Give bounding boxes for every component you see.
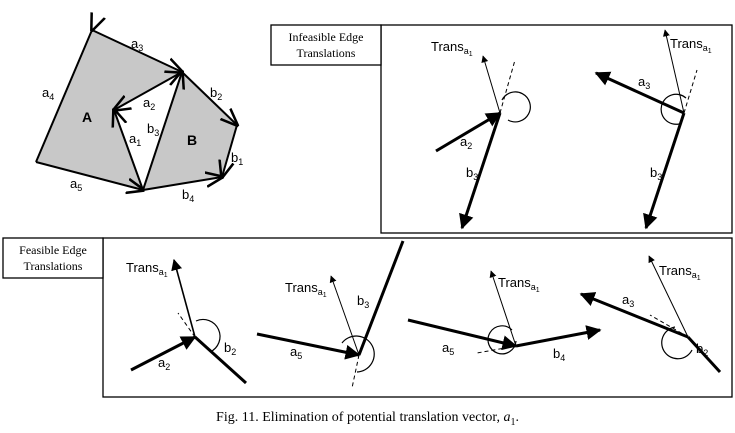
dashed-extension (683, 69, 698, 114)
label-b4: b4 (553, 346, 565, 363)
label-polygon-a: A (82, 109, 92, 125)
polygon-a-shape (36, 30, 182, 190)
trans-vector (481, 55, 501, 114)
angle-arc (661, 326, 693, 360)
label-a2: a2 (460, 134, 472, 151)
feasible-case-3: Transa1 a5 b4 (407, 270, 602, 363)
trans-vector (171, 258, 196, 338)
trans-label: Transa1 (126, 260, 168, 279)
edge-b2-vector (193, 335, 248, 385)
infeasible-case-1: Transa1 a2 b3 (431, 39, 531, 230)
infeasible-title-line1: Infeasible Edge (289, 30, 364, 44)
feasible-title-line1: Feasible Edge (19, 243, 87, 257)
trans-vector (662, 29, 685, 114)
dashed-extension (499, 59, 516, 114)
edge-a5-vector (256, 332, 361, 360)
edge-a3-vector (579, 292, 689, 339)
label-a5: a5 (70, 176, 82, 193)
caption-variable-subscript: 1 (510, 416, 516, 428)
label-b2: b2 (224, 340, 236, 357)
polygon-b-shape (143, 72, 237, 190)
edge-b4 (142, 177, 222, 191)
label-a3: a3 (638, 74, 650, 91)
label-b3: b3 (357, 293, 369, 310)
edge-b3 (142, 72, 182, 191)
edge-a5-vector (407, 318, 518, 351)
angle-arc (660, 93, 687, 125)
caption-variable: a (503, 410, 511, 425)
edge-b2 (181, 71, 237, 125)
edge-a2-vector (130, 335, 197, 372)
feasible-case-4: Transa1 a3 b2 (579, 255, 722, 374)
feasible-title-box (2, 237, 104, 279)
caption-suffix: . (515, 410, 519, 425)
label-a5: a5 (290, 344, 302, 361)
label-b2: b2 (696, 341, 708, 358)
edge-b3-vector (459, 112, 502, 230)
feasible-case-2: Transa1 a5 b3 (256, 240, 405, 389)
figure-caption: Fig. 11. Elimination of potential transl… (0, 410, 735, 428)
infeasible-panel: Infeasible Edge Translations Transa1 a2 … (270, 24, 733, 234)
polygon-diagram: A B a3 a4 a2 a1 b3 b2 b1 a5 b4 (35, 29, 243, 204)
trans-vector (329, 275, 360, 356)
label-a2: a2 (158, 355, 170, 372)
edge-a3 (91, 29, 182, 72)
edge-b4-vector (515, 325, 602, 348)
feasible-panel-frame (102, 237, 733, 398)
label-a3: a3 (622, 292, 634, 309)
angle-arc (341, 335, 375, 373)
label-b4: b4 (182, 187, 194, 204)
label-polygon-b: B (187, 132, 197, 148)
label-b2: b2 (210, 85, 222, 102)
edge-a5 (35, 161, 143, 190)
infeasible-title-box (270, 24, 382, 66)
edge-a4 (35, 30, 92, 163)
feasible-title-line2: Translations (24, 259, 83, 273)
label-b1: b1 (231, 150, 243, 167)
feasible-case-1: Transa1 a2 b2 (126, 258, 248, 385)
dashed-extension (177, 312, 196, 338)
infeasible-title-line2: Translations (297, 46, 356, 60)
edge-a1 (114, 110, 144, 191)
label-b3: b3 (147, 121, 159, 138)
edge-a2-vector (435, 111, 502, 153)
angle-arc (487, 325, 517, 355)
feasible-panel: Feasible Edge Translations Transa1 a2 b2… (2, 237, 733, 398)
label-a5: a5 (442, 340, 454, 357)
angle-arc (501, 91, 531, 123)
trans-label: Transa1 (659, 263, 701, 282)
edge-a3-vector (594, 71, 685, 115)
edge-b2-vector (686, 335, 722, 374)
edge-b1 (222, 124, 238, 177)
infeasible-case-2: Transa1 a3 b3 (594, 29, 712, 230)
label-b3: b3 (466, 165, 478, 182)
label-a4: a4 (42, 85, 54, 102)
label-a1: a1 (129, 131, 141, 148)
trans-label: Transa1 (670, 36, 712, 55)
trans-vector (648, 255, 689, 338)
trans-label: Transa1 (285, 280, 327, 299)
edge-b3-vector (357, 240, 405, 356)
label-a2: a2 (143, 95, 155, 112)
caption-prefix: Fig. 11. Elimination of potential transl… (216, 410, 504, 425)
dashed-extension (351, 354, 360, 389)
angle-arc (195, 318, 221, 353)
trans-label: Transa1 (498, 275, 540, 294)
infeasible-panel-frame (380, 24, 733, 234)
label-a3: a3 (131, 36, 143, 53)
trans-label: Transa1 (431, 39, 473, 58)
label-b3: b3 (650, 165, 662, 182)
edge-b3-vector (643, 112, 686, 230)
trans-vector (489, 270, 517, 347)
